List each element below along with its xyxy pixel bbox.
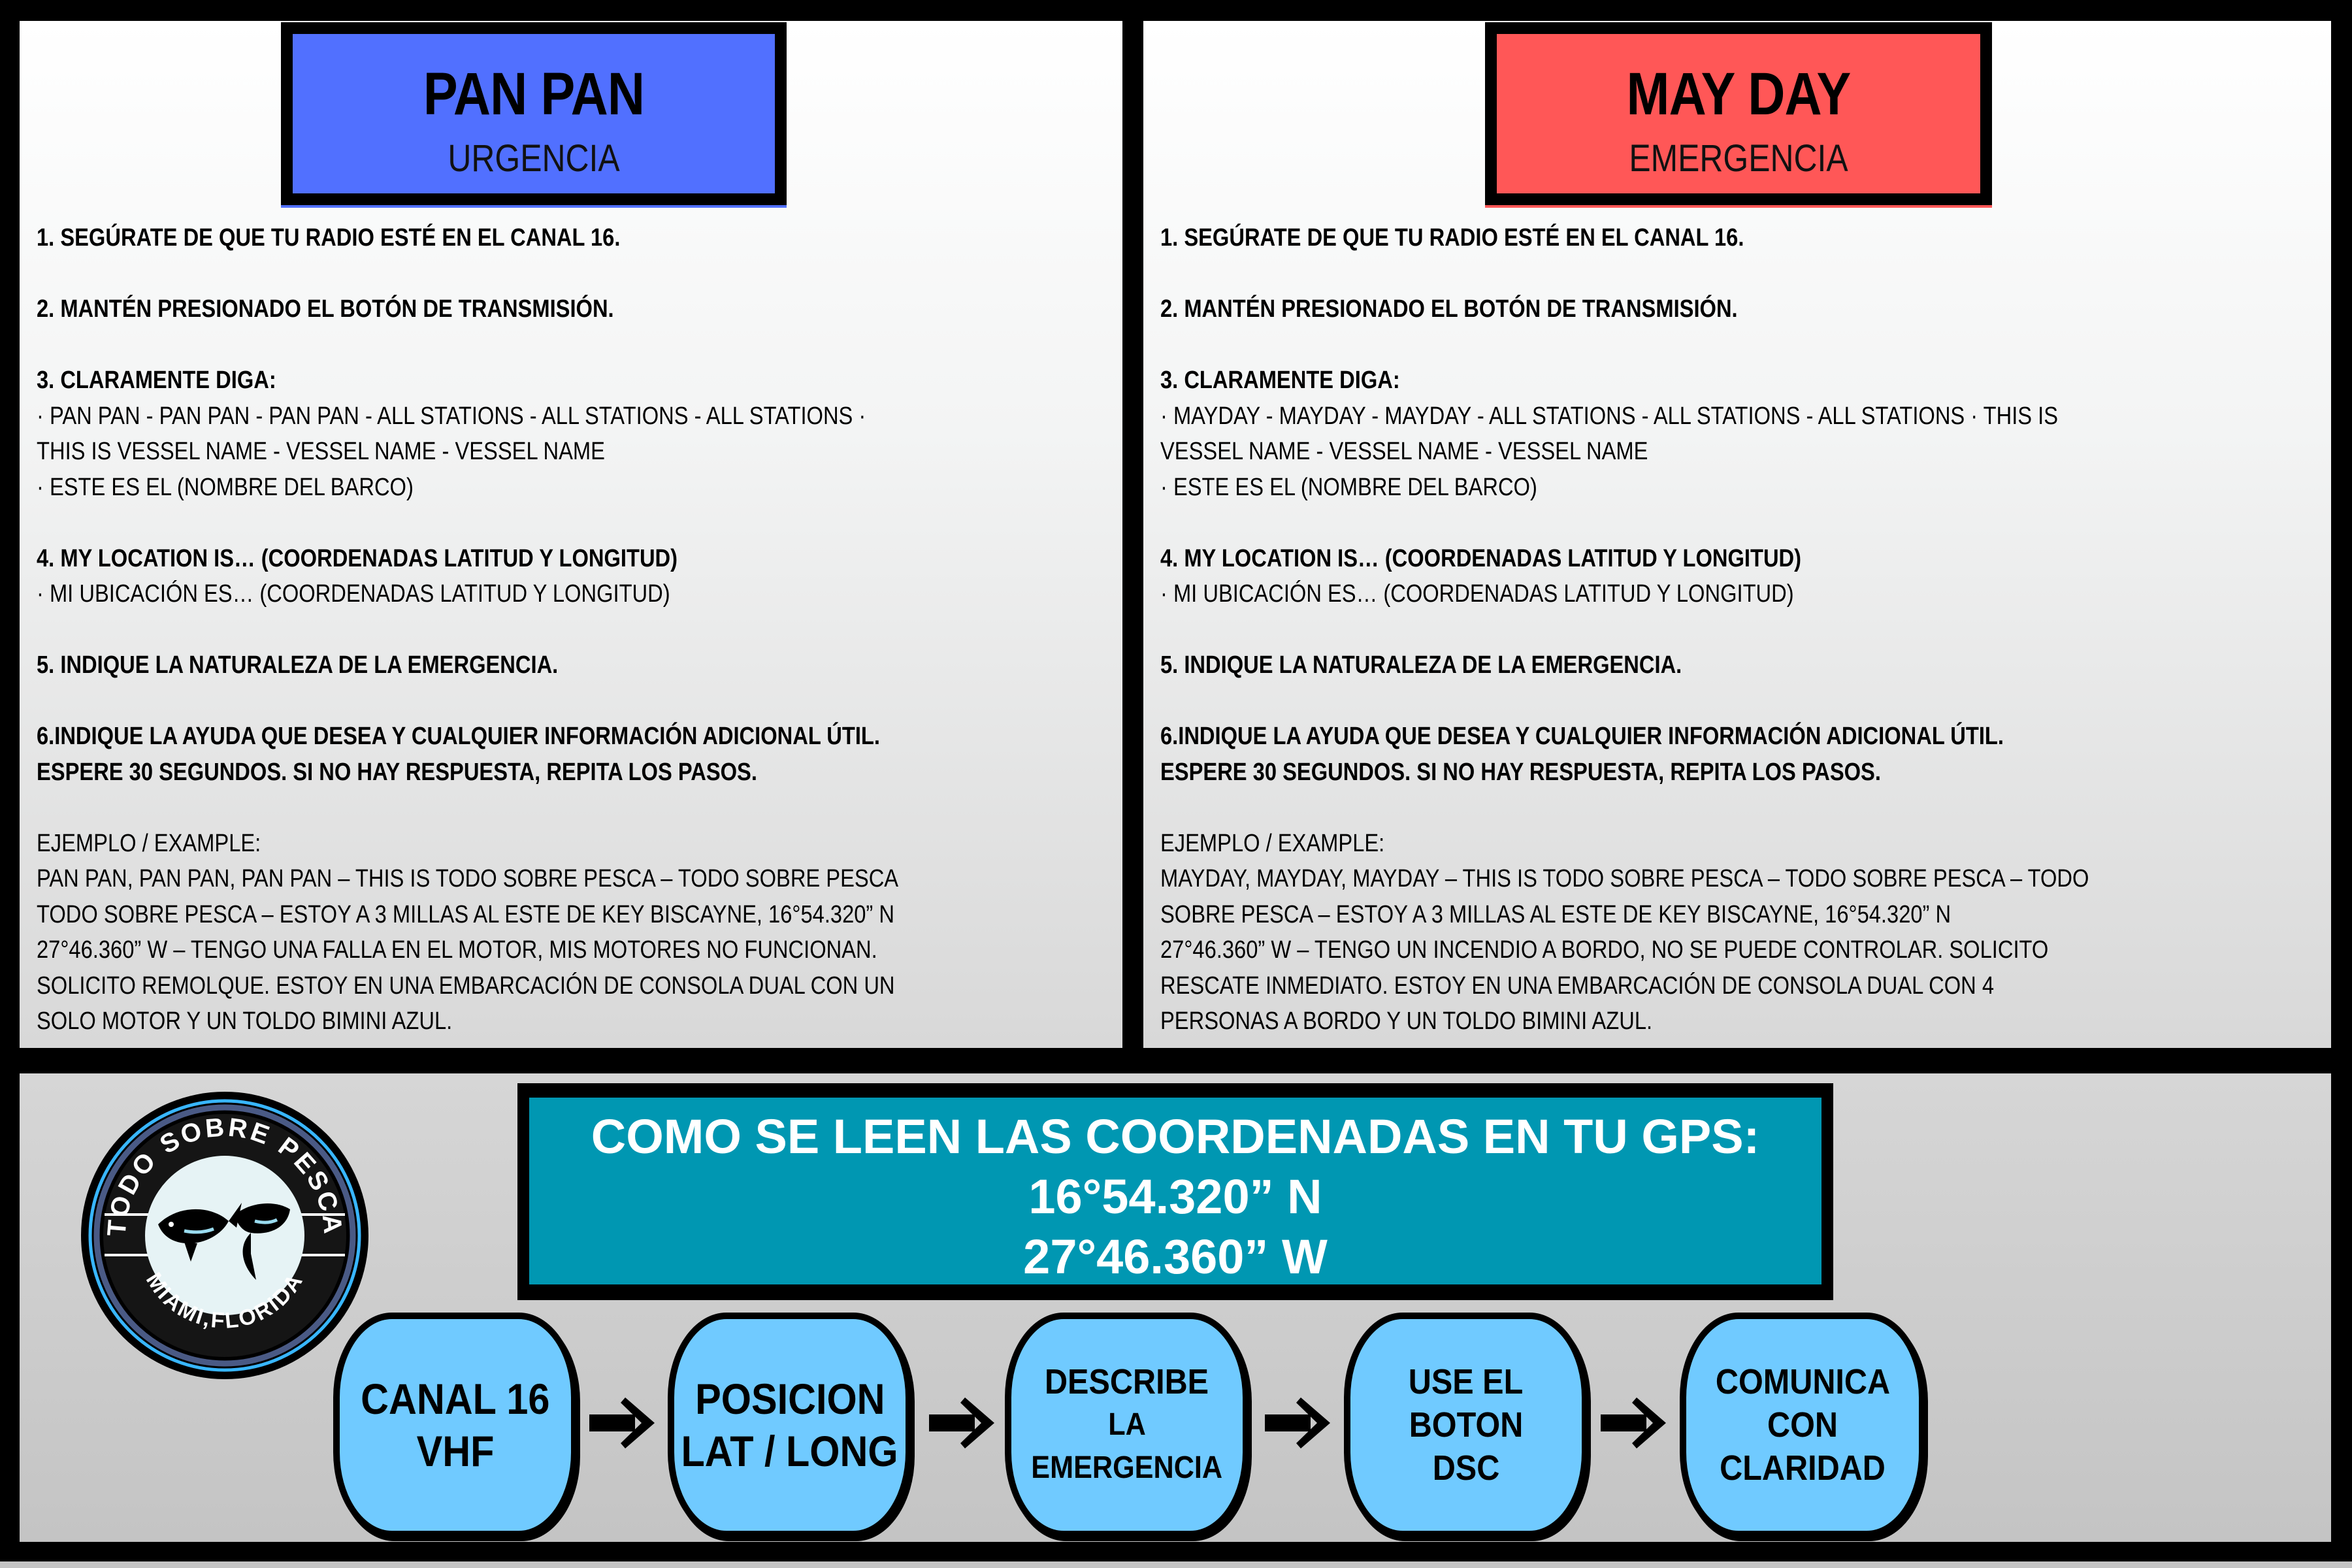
- step-4: 4. MY LOCATION IS… (COORDENADAS LATITUD …: [37, 544, 678, 572]
- step-2: 2. MANTÉN PRESIONADO EL BOTÓN DE TRANSMI…: [37, 295, 614, 323]
- gps-latitude: 16°54.320” N: [1028, 1169, 1322, 1224]
- mayday-title-box: MAY DAY EMERGENCIA: [1485, 22, 1992, 205]
- bottom-section: TODO SOBRE PESCA MIAMI,FLORIDA COMO SE L…: [20, 1073, 2331, 1542]
- step-3: 3. CLARAMENTE DIGA:: [1160, 367, 1400, 394]
- fish-icon: [158, 1203, 290, 1280]
- arrow-right-icon: [1601, 1397, 1666, 1448]
- step-1: 1. SEGÚRATE DE QUE TU RADIO ESTÉ EN EL C…: [1160, 224, 1744, 252]
- example-label: EJEMPLO / EXAMPLE:: [37, 829, 261, 857]
- pan-pan-title: PAN PAN: [423, 61, 645, 127]
- gps-longitude: 27°46.360” W: [1023, 1230, 1328, 1284]
- step-1: 1. SEGÚRATE DE QUE TU RADIO ESTÉ EN EL C…: [37, 224, 621, 252]
- flow-step-boton-dsc: USE EL BOTON DSC: [1344, 1313, 1588, 1537]
- step-6: 6.INDIQUE LA AYUDA QUE DESEA Y CUALQUIER…: [37, 723, 880, 750]
- flow-step-canal-16: CANAL 16 VHF: [333, 1313, 578, 1537]
- step-4: 4. MY LOCATION IS… (COORDENADAS LATITUD …: [1160, 544, 1802, 572]
- flow-step-comunica-claridad: COMUNICA CON CLARIDAD: [1680, 1313, 1925, 1537]
- example-label: EJEMPLO / EXAMPLE:: [1160, 829, 1385, 857]
- mayday-title: MAY DAY: [1626, 61, 1852, 127]
- arrow-right-icon: [1265, 1397, 1330, 1448]
- step-2: 2. MANTÉN PRESIONADO EL BOTÓN DE TRANSMI…: [1160, 295, 1738, 323]
- example-line: PERSONAS A BORDO Y UN TOLDO BIMINI AZUL.: [1160, 1007, 1653, 1035]
- example-line: SOBRE PESCA – ESTOY A 3 MILLAS AL ESTE D…: [1160, 900, 1952, 928]
- step-4-line-a: · MI UBICACIÓN ES… (COORDENADAS LATITUD …: [37, 580, 670, 608]
- step-6-line-b: ESPERE 30 SEGUNDOS. SI NO HAY RESPUESTA,…: [37, 758, 757, 786]
- flow-step-posicion: POSICION LAT / LONG: [668, 1313, 912, 1537]
- step-5: 5. INDIQUE LA NATURALEZA DE LA EMERGENCI…: [1160, 651, 1682, 679]
- pan-pan-title-box: PAN PAN URGENCIA: [281, 22, 787, 205]
- step-3-line-b: THIS IS VESSEL NAME - VESSEL NAME - VESS…: [37, 438, 605, 465]
- mayday-panel: MAY DAY EMERGENCIA 1. SEGÚRATE DE QUE TU…: [1143, 21, 2331, 1048]
- pan-pan-steps: 1. SEGÚRATE DE QUE TU RADIO ESTÉ EN EL C…: [37, 220, 1109, 1039]
- pan-pan-subtitle: URGENCIA: [448, 137, 620, 180]
- step-3-line-c: · ESTE ES EL (NOMBRE DEL BARCO): [37, 473, 414, 501]
- step-3-line-c: · ESTE ES EL (NOMBRE DEL BARCO): [1160, 473, 1537, 501]
- example-line: 27°46.360” W – TENGO UN INCENDIO A BORDO…: [1160, 936, 2049, 964]
- arrow-right-icon: [589, 1397, 655, 1448]
- step-5: 5. INDIQUE LA NATURALEZA DE LA EMERGENCI…: [37, 651, 559, 679]
- arrow-right-icon: [929, 1397, 994, 1448]
- mayday-subtitle: EMERGENCIA: [1629, 137, 1848, 180]
- gps-coordinates-box: COMO SE LEEN LAS COORDENADAS EN TU GPS: …: [517, 1083, 1833, 1300]
- step-3-line-a: · MAYDAY - MAYDAY - MAYDAY - ALL STATION…: [1160, 402, 2059, 430]
- bottom-strip: [0, 1561, 2352, 1568]
- mayday-steps: 1. SEGÚRATE DE QUE TU RADIO ESTÉ EN EL C…: [1160, 220, 2318, 1039]
- example-line: 27°46.360” W – TENGO UNA FALLA EN EL MOT…: [37, 936, 877, 964]
- step-3-line-b: VESSEL NAME - VESSEL NAME - VESSEL NAME: [1160, 438, 1648, 465]
- example-line: TODO SOBRE PESCA – ESTOY A 3 MILLAS AL E…: [37, 900, 895, 928]
- example-line: MAYDAY, MAYDAY, MAYDAY – THIS IS TODO SO…: [1160, 865, 2089, 892]
- example-line: PAN PAN, PAN PAN, PAN PAN – THIS IS TODO…: [37, 865, 899, 892]
- step-3: 3. CLARAMENTE DIGA:: [37, 367, 276, 394]
- step-6: 6.INDIQUE LA AYUDA QUE DESEA Y CUALQUIER…: [1160, 723, 2004, 750]
- pan-pan-panel: PAN PAN URGENCIA 1. SEGÚRATE DE QUE TU R…: [20, 21, 1122, 1048]
- example-line: SOLO MOTOR Y UN TOLDO BIMINI AZUL.: [37, 1007, 453, 1035]
- flow-step-describe-emergencia: DESCRIBE LA EMERGENCIA: [1005, 1313, 1249, 1537]
- todo-sobre-pesca-logo: TODO SOBRE PESCA MIAMI,FLORIDA: [81, 1092, 368, 1379]
- example-line: RESCATE INMEDIATO. ESTOY EN UNA EMBARCAC…: [1160, 972, 1995, 1000]
- gps-heading: COMO SE LEEN LAS COORDENADAS EN TU GPS:: [591, 1109, 1760, 1164]
- step-4-line-a: · MI UBICACIÓN ES… (COORDENADAS LATITUD …: [1160, 580, 1794, 608]
- step-6-line-b: ESPERE 30 SEGUNDOS. SI NO HAY RESPUESTA,…: [1160, 758, 1881, 786]
- example-line: SOLICITO REMOLQUE. ESTOY EN UNA EMBARCAC…: [37, 972, 895, 1000]
- step-3-line-a: · PAN PAN - PAN PAN - PAN PAN - ALL STAT…: [37, 402, 866, 430]
